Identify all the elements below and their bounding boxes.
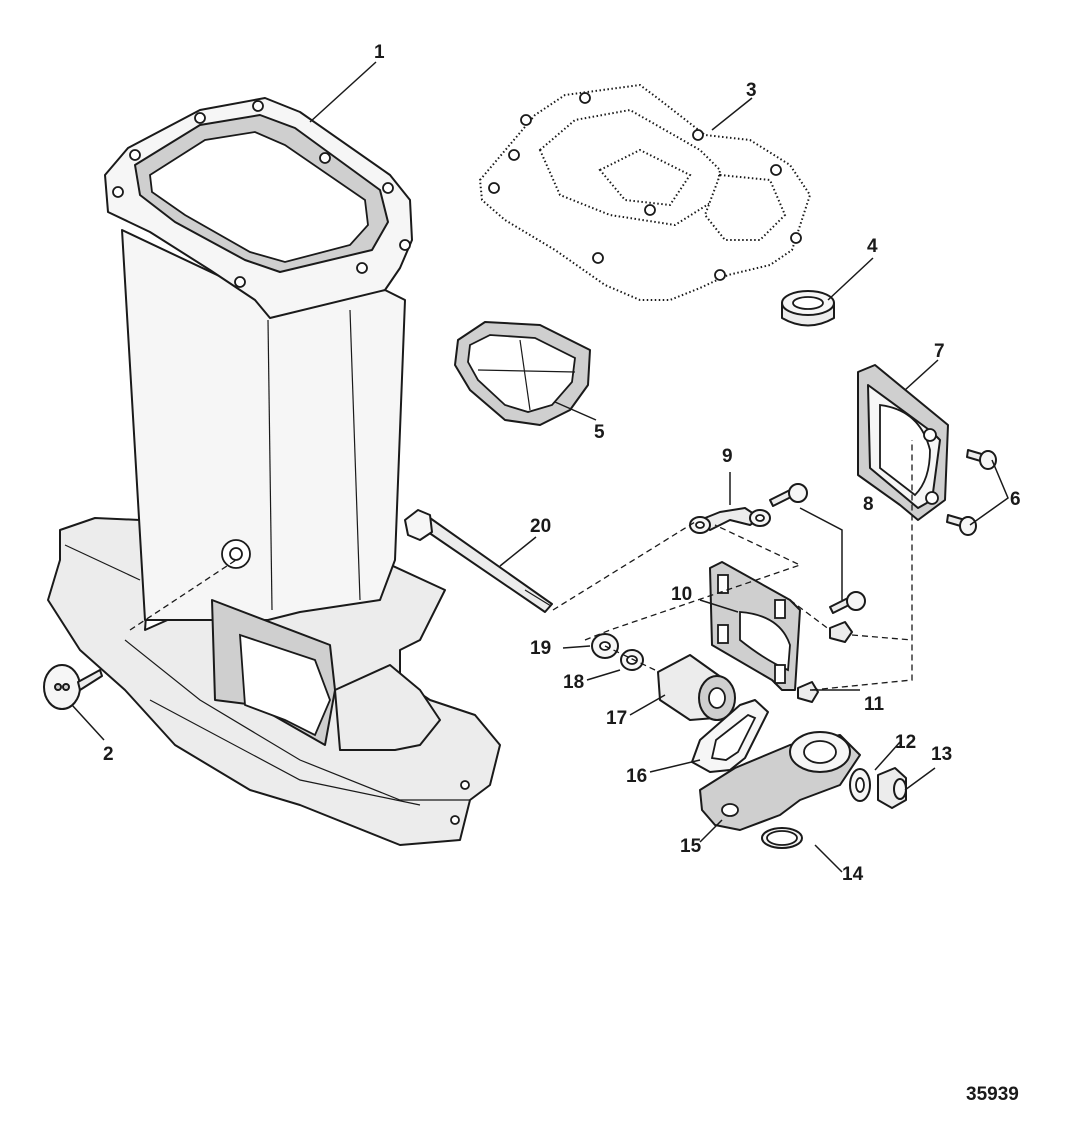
leader-lines xyxy=(71,61,1009,873)
adapter-plate-gasket xyxy=(478,83,812,301)
callout-4: 4 xyxy=(867,236,878,257)
strap xyxy=(689,507,771,534)
nuts xyxy=(797,621,853,703)
long-bolt xyxy=(404,509,553,613)
figure-number: 35939 xyxy=(966,1084,1019,1105)
callout-7: 7 xyxy=(934,341,945,362)
callout-14: 14 xyxy=(842,864,864,885)
steering-yoke xyxy=(699,731,861,831)
callout-1: 1 xyxy=(374,42,385,63)
screws xyxy=(946,449,997,536)
callout-11: 11 xyxy=(864,694,885,715)
callout-3: 3 xyxy=(746,80,757,101)
callout-15: 15 xyxy=(680,836,702,857)
callout-8: 8 xyxy=(863,494,874,515)
callout-13: 13 xyxy=(931,744,952,765)
assembly-lines xyxy=(129,440,913,691)
mount xyxy=(657,654,736,721)
callout-17: 17 xyxy=(606,708,627,729)
callout-5: 5 xyxy=(594,422,605,443)
callout-10: 10 xyxy=(671,584,692,605)
callout-labels: 1 2 3 4 5 6 7 8 9 10 11 12 13 14 15 16 1… xyxy=(103,42,1021,885)
ring-gasket xyxy=(691,699,769,773)
callout-2: 2 xyxy=(103,744,114,765)
callout-19: 19 xyxy=(530,638,551,659)
driveshaft-housing xyxy=(47,97,501,846)
seal xyxy=(454,321,591,426)
washers xyxy=(591,633,644,671)
callout-16: 16 xyxy=(626,766,647,787)
o-ring xyxy=(761,827,803,849)
plug xyxy=(43,664,103,710)
callout-18: 18 xyxy=(563,672,584,693)
callout-12: 12 xyxy=(895,732,916,753)
clamp xyxy=(709,561,801,691)
bolts xyxy=(769,483,866,614)
cover xyxy=(857,364,949,521)
grommet xyxy=(781,290,835,327)
callout-9: 9 xyxy=(722,446,733,467)
callout-20: 20 xyxy=(530,516,551,537)
callout-6: 6 xyxy=(1010,489,1021,510)
washer-and-nut xyxy=(849,767,907,809)
